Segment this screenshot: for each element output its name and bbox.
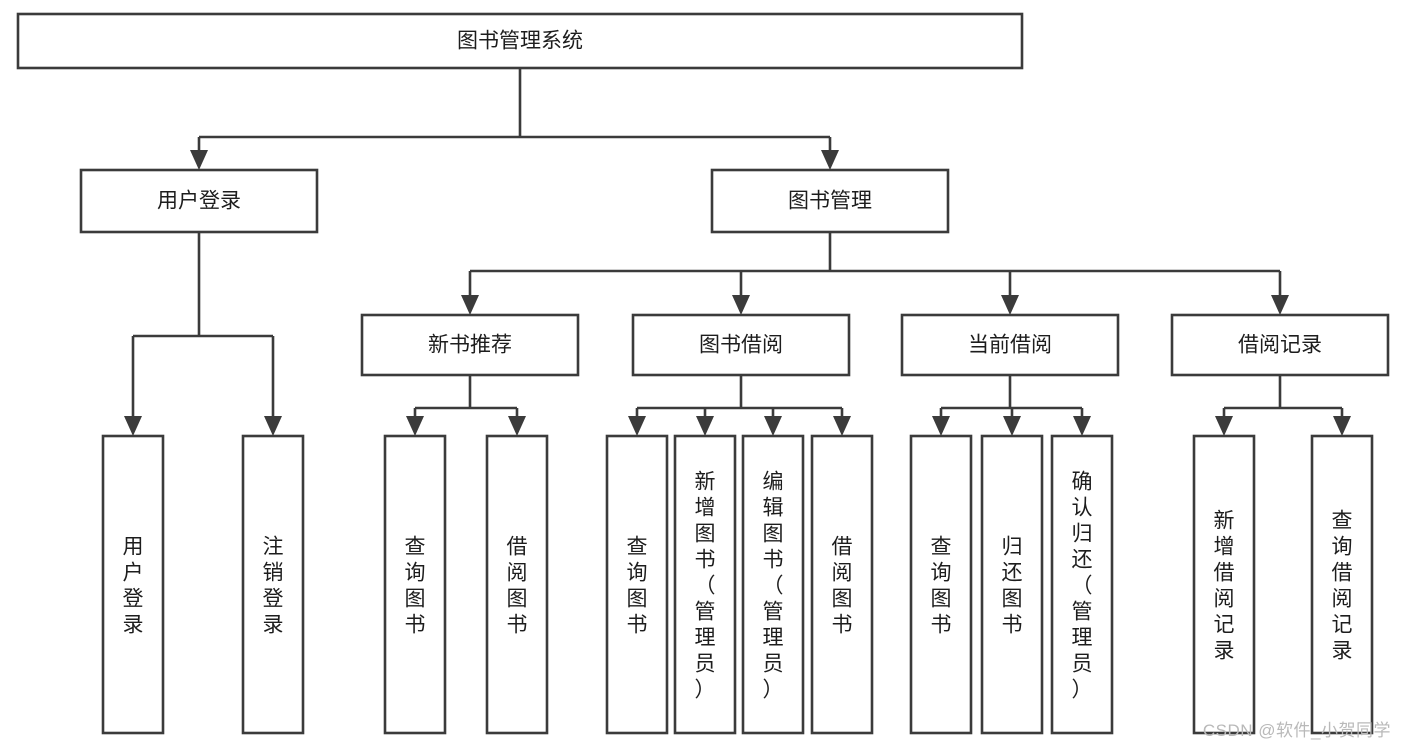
- arrow-head-icon: [190, 150, 208, 170]
- node-box-leaf-confirm-return-admin[interactable]: [1050, 434, 1114, 735]
- arrow-head-icon: [1215, 416, 1233, 436]
- node-leaf-borrow-book[interactable]: 借阅图书: [810, 434, 874, 735]
- node-box-current-borrow[interactable]: [900, 313, 1120, 377]
- node-leaf-query-borrow-record[interactable]: 查询借阅记录: [1310, 434, 1374, 735]
- node-leaf-borrow-book-rec[interactable]: 借阅图书: [485, 434, 549, 735]
- node-box-user-login[interactable]: [79, 168, 319, 234]
- node-current-borrow[interactable]: 当前借阅: [900, 313, 1120, 377]
- node-box-leaf-query-book-borrow[interactable]: [605, 434, 669, 735]
- node-box-leaf-query-book-rec[interactable]: [383, 434, 447, 735]
- arrow-head-icon: [833, 416, 851, 436]
- node-label-leaf-edit-book-admin: 编辑图书（管理员）: [763, 471, 784, 702]
- node-label-current-borrow: 当前借阅: [968, 334, 1052, 357]
- node-leaf-query-book-rec[interactable]: 查询图书: [383, 434, 447, 735]
- node-book-borrow[interactable]: 图书借阅: [631, 313, 851, 377]
- node-label-leaf-query-borrow-record: 查询借阅记录: [1332, 510, 1353, 663]
- arrow-head-icon: [696, 416, 714, 436]
- node-box-leaf-user-login[interactable]: [101, 434, 165, 735]
- node-label-leaf-logout-login: 注销登录: [263, 536, 284, 637]
- node-label-user-login: 用户登录: [157, 190, 241, 213]
- arrow-head-icon: [124, 416, 142, 436]
- node-label-book-borrow: 图书借阅: [699, 334, 783, 357]
- node-box-new-book-recommend[interactable]: [360, 313, 580, 377]
- node-label-leaf-return-book: 归还图书: [1002, 536, 1023, 637]
- node-leaf-logout-login[interactable]: 注销登录: [241, 434, 305, 735]
- node-label-leaf-add-book-admin: 新增图书（管理员）: [695, 471, 716, 702]
- node-label-leaf-confirm-return-admin: 确认归还（管理员）: [1072, 471, 1093, 702]
- node-box-leaf-query-book-current[interactable]: [909, 434, 973, 735]
- node-box-leaf-query-borrow-record[interactable]: [1310, 434, 1374, 735]
- node-box-leaf-borrow-book-rec[interactable]: [485, 434, 549, 735]
- arrow-head-icon: [264, 416, 282, 436]
- node-label-new-book-recommend: 新书推荐: [428, 334, 512, 357]
- node-leaf-query-book-current[interactable]: 查询图书: [909, 434, 973, 735]
- node-leaf-query-book-borrow[interactable]: 查询图书: [605, 434, 669, 735]
- node-label-book-management: 图书管理: [788, 190, 872, 213]
- arrow-head-icon: [628, 416, 646, 436]
- node-box-leaf-borrow-book[interactable]: [810, 434, 874, 735]
- node-borrow-records[interactable]: 借阅记录: [1170, 313, 1390, 377]
- arrow-head-icon: [1271, 295, 1289, 315]
- arrow-head-icon: [1073, 416, 1091, 436]
- node-label-leaf-add-borrow-record: 新增借阅记录: [1214, 510, 1235, 663]
- arrow-head-icon: [1001, 295, 1019, 315]
- node-box-leaf-return-book[interactable]: [980, 434, 1044, 735]
- node-box-leaf-add-borrow-record[interactable]: [1192, 434, 1256, 735]
- node-box-borrow-records[interactable]: [1170, 313, 1390, 377]
- node-label-root: 图书管理系统: [457, 30, 583, 53]
- node-root[interactable]: 图书管理系统: [16, 12, 1024, 70]
- node-new-book-recommend[interactable]: 新书推荐: [360, 313, 580, 377]
- node-leaf-return-book[interactable]: 归还图书: [980, 434, 1044, 735]
- node-leaf-add-book-admin[interactable]: 新增图书（管理员）: [673, 434, 737, 735]
- node-label-leaf-user-login: 用户登录: [123, 536, 144, 637]
- node-box-root[interactable]: [16, 12, 1024, 70]
- node-leaf-user-login[interactable]: 用户登录: [101, 434, 165, 735]
- connector-layer: [124, 68, 1351, 436]
- arrow-head-icon: [1003, 416, 1021, 436]
- node-label-leaf-query-book-borrow: 查询图书: [627, 536, 648, 637]
- node-box-leaf-add-book-admin[interactable]: [673, 434, 737, 735]
- node-label-leaf-query-book-current: 查询图书: [931, 536, 952, 637]
- node-box-leaf-logout-login[interactable]: [241, 434, 305, 735]
- arrow-head-icon: [461, 295, 479, 315]
- node-user-login[interactable]: 用户登录: [79, 168, 319, 234]
- node-box-book-management[interactable]: [710, 168, 950, 234]
- node-layer: 图书管理系统用户登录图书管理新书推荐图书借阅当前借阅借阅记录用户登录注销登录查询…: [16, 12, 1390, 735]
- node-label-leaf-query-book-rec: 查询图书: [405, 536, 426, 637]
- node-leaf-confirm-return-admin[interactable]: 确认归还（管理员）: [1050, 434, 1114, 735]
- node-label-borrow-records: 借阅记录: [1238, 334, 1322, 357]
- node-label-leaf-borrow-book: 借阅图书: [832, 536, 853, 637]
- node-label-leaf-borrow-book-rec: 借阅图书: [507, 536, 528, 637]
- node-box-book-borrow[interactable]: [631, 313, 851, 377]
- arrow-head-icon: [508, 416, 526, 436]
- arrow-head-icon: [932, 416, 950, 436]
- arrow-head-icon: [821, 150, 839, 170]
- arrow-head-icon: [406, 416, 424, 436]
- node-leaf-add-borrow-record[interactable]: 新增借阅记录: [1192, 434, 1256, 735]
- node-leaf-edit-book-admin[interactable]: 编辑图书（管理员）: [741, 434, 805, 735]
- arrow-head-icon: [764, 416, 782, 436]
- arrow-head-icon: [1333, 416, 1351, 436]
- node-book-management[interactable]: 图书管理: [710, 168, 950, 234]
- arrow-head-icon: [732, 295, 750, 315]
- node-box-leaf-edit-book-admin[interactable]: [741, 434, 805, 735]
